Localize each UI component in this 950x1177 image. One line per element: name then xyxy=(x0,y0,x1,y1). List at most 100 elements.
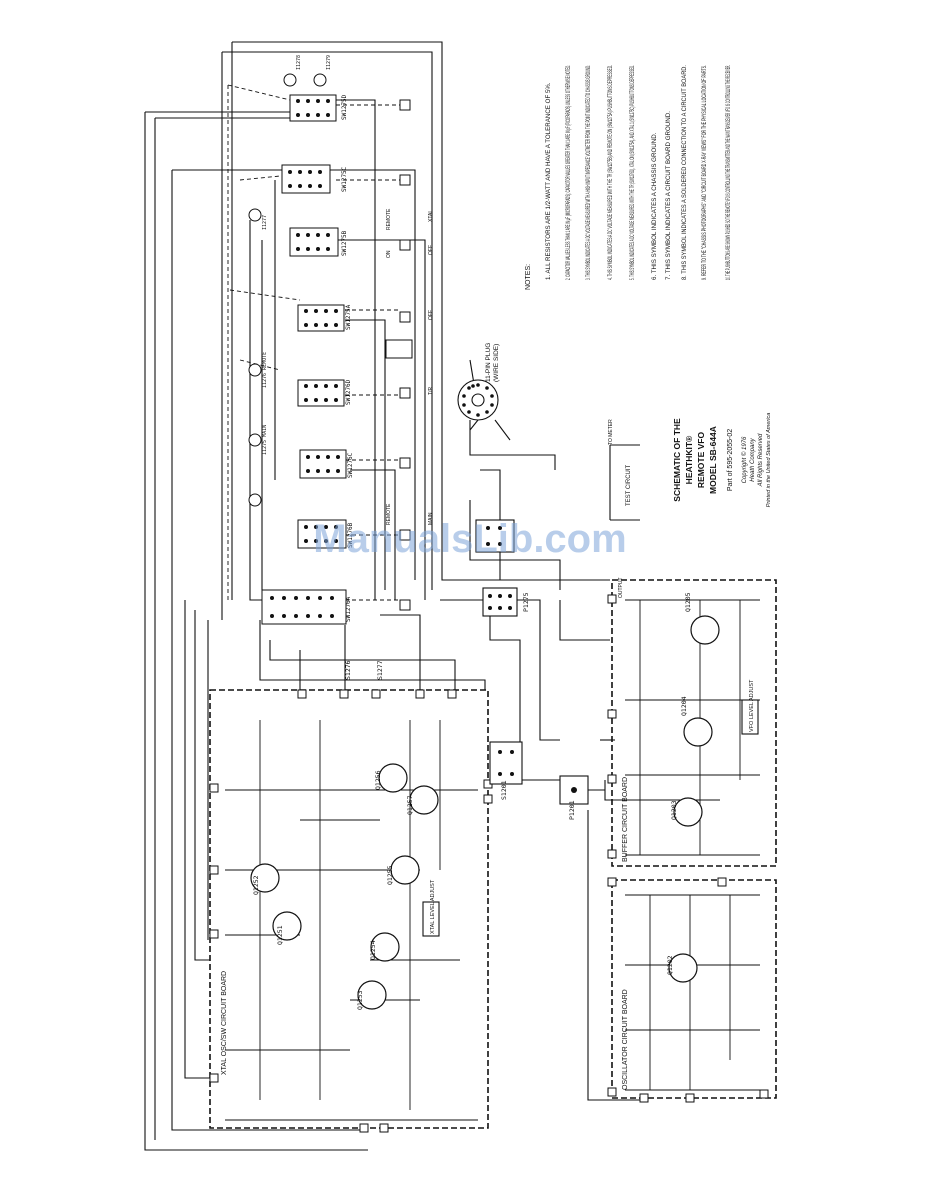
notes-list: 1. ALL RESISTORS ARE 1/2-WATT AND HAVE A… xyxy=(545,65,732,280)
plug-sublabel: (WIRE SIDE) xyxy=(493,344,500,382)
q1257-symbol xyxy=(409,785,439,815)
voltage-markers xyxy=(399,99,411,611)
vfo-level-adjust-label: VFO LEVEL ADJUST xyxy=(749,679,755,732)
board-terminals xyxy=(209,594,769,1133)
lamp-i1278 xyxy=(283,73,297,87)
connector-label-2: S1201 xyxy=(500,780,508,800)
lamp-label-1: I1275 MAIN xyxy=(262,425,268,455)
circuit-boards xyxy=(209,579,777,1129)
plug-label: 11-PIN PLUG xyxy=(485,343,492,382)
transistor-symbols xyxy=(250,615,720,1010)
oscillator-board-label: OSCILLATOR CIRCUIT BOARD xyxy=(622,989,629,1090)
q1253-symbol xyxy=(357,980,387,1010)
note-9: 9. REFER TO THE "CHASSIS PHOTOGRAPHS" AN… xyxy=(701,65,708,280)
switch-sw1276b xyxy=(297,519,347,549)
transistor-label-7: Q1254 xyxy=(369,940,377,960)
q1252-symbol xyxy=(250,863,280,893)
notes-block: NOTES: xyxy=(525,264,532,290)
xtal-level-box xyxy=(422,901,440,937)
q1204-symbol xyxy=(683,717,713,747)
switch-label-0: SW1275D xyxy=(341,94,348,120)
note-7: 7. THIS SYMBOL INDICATES A CIRCUIT BOARD… xyxy=(665,111,672,280)
q1203-symbol xyxy=(673,797,703,827)
lamp-i1280 xyxy=(248,493,262,507)
note-2: 2. CAPACITOR VALUES LESS THAN 1 ARE IN μ… xyxy=(565,65,572,280)
lamp-i1277 xyxy=(248,208,262,222)
q1205-symbol xyxy=(690,615,720,645)
connector-label-3: S1276 xyxy=(344,660,352,680)
q1202-symbol xyxy=(668,953,698,983)
title-line-4: MODEL SB-644A xyxy=(708,426,718,494)
vfo-level-box xyxy=(741,699,759,735)
wire-label-remote-a: REMOTE xyxy=(386,208,392,230)
buffer-board-label: BUFFER CIRCUIT BOARD xyxy=(622,777,629,862)
board-internal-wiring xyxy=(225,599,760,1121)
q1255-symbol xyxy=(390,855,420,885)
transistor-label-3: Q1202 xyxy=(666,955,674,975)
switch-contacts xyxy=(270,99,340,618)
note-6: 6. THIS SYMBOL INDICATES A CHASSIS GROUN… xyxy=(651,132,658,280)
q1254-symbol xyxy=(370,932,400,962)
xtal-level-adjust-label: XTAL LEVEL ADJUST xyxy=(430,879,436,934)
switch-sw1275a xyxy=(297,304,345,332)
switch-label-3: SW1275A xyxy=(345,304,352,330)
transistor-label-10: Q1257 xyxy=(406,795,414,815)
p1275-body xyxy=(482,587,518,617)
wire-label-on: ON xyxy=(386,250,392,258)
test-circuit-label: TEST CIRCUIT xyxy=(626,464,632,506)
switch-label-7: SW1276A xyxy=(345,596,352,622)
note-5: 5. THIS SYMBOL INDICATES A DC VOLTAGE ME… xyxy=(629,65,636,280)
plug-pins xyxy=(462,383,494,417)
lamp-i1279 xyxy=(313,73,327,87)
switch-label-1: SW1275C xyxy=(341,166,348,192)
watermark: ManualsLib.com xyxy=(313,517,626,561)
transistor-label-9: Q1256 xyxy=(374,770,382,790)
wire-label-xtal: XTAL xyxy=(428,210,434,222)
connector-pins xyxy=(486,526,577,793)
connector-label-1: P1201 xyxy=(568,800,576,820)
lamp-label-0: I1276 REMOTE xyxy=(262,352,268,388)
title-block: SCHEMATIC OF THE HEATHKIT® REMOTE VFO MO… xyxy=(672,413,772,508)
transistor-label-4: Q1251 xyxy=(276,925,284,945)
to-meter-label: TO METER xyxy=(608,419,614,445)
connector-label-4: S1277 xyxy=(376,660,384,680)
transistor-label-5: Q1252 xyxy=(252,875,260,895)
note-1: 1. ALL RESISTORS ARE 1/2-WATT AND HAVE A… xyxy=(545,82,552,280)
q1251-symbol xyxy=(272,911,302,941)
oscillator-board-outline xyxy=(611,879,777,1099)
wire-label-main: MAIN xyxy=(428,512,434,525)
transistor-label-0: Q1205 xyxy=(684,592,692,612)
switch-sw1276d xyxy=(297,379,345,407)
title-part: Part of 595-2055-02 xyxy=(727,429,734,491)
switch-sw1275d xyxy=(289,94,337,122)
wire-label-output: OUTPUT xyxy=(618,577,624,598)
connector-bodies xyxy=(422,519,759,937)
title-line-2: HEATHKIT® xyxy=(684,435,694,484)
title-printed: Printed in the United States of America xyxy=(766,413,772,508)
lamp-i1275 xyxy=(248,433,262,447)
q1256-symbol xyxy=(378,763,408,793)
switch-sw1275c xyxy=(281,164,331,194)
notes-heading: NOTES: xyxy=(525,264,532,290)
transistor-label-8: Q1255 xyxy=(386,865,394,885)
lamp-label-3: I1278 xyxy=(296,55,302,70)
eleven-pin-plug xyxy=(457,379,499,421)
lamp-label-2: I1277 xyxy=(262,215,268,230)
xtal-osc-board-outline xyxy=(209,689,489,1129)
switch-label-5: SW1276C xyxy=(347,452,354,478)
wire-label-off-a: OFF xyxy=(428,245,434,255)
note-3: 3. THIS SYMBOL INDICATES A DC VOLTAGE ME… xyxy=(585,65,592,280)
switch-sw1276a xyxy=(261,589,347,625)
note-4: 4. THIS SYMBOL INDICATES A DC VOLTAGE ME… xyxy=(607,65,614,280)
switch-label-6: SW1276B xyxy=(347,522,354,548)
wire-label-remote-b: REMOTE xyxy=(386,503,392,525)
lamps xyxy=(248,73,327,507)
switch-aux xyxy=(385,339,413,359)
transistor-label-6: Q1253 xyxy=(356,990,364,1010)
wire-label-tr: T/R xyxy=(428,387,434,395)
buffer-board-outline xyxy=(611,579,777,867)
title-company: Heath Company xyxy=(750,437,756,481)
connector-label-0: P1275 xyxy=(522,592,530,612)
switch-sw1276c xyxy=(299,449,347,479)
